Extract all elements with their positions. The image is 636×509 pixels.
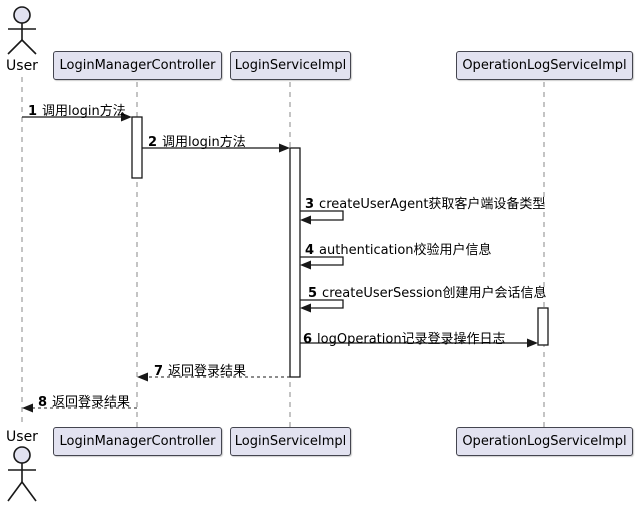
actor-label-top: User [6,58,38,74]
message-5-label: 5 createUserSession创建用户会话信息 [308,282,547,301]
participant-top-login-service-impl: LoginServiceImpl [230,51,351,80]
message-7-text: 返回登录结果 [168,364,247,379]
message-5-loop [300,299,344,309]
message-2-arrow [142,143,290,153]
message-2-number: 2 [148,135,158,150]
activation-bar-login-service-impl [289,147,301,378]
participant-name: LoginServiceImpl [234,434,347,449]
message-3-loop [300,210,344,221]
message-3-arrow [300,210,344,225]
message-4-number: 4 [305,243,315,258]
message-1-arrow [22,112,132,122]
actor-leg-left [7,481,23,502]
message-7-label: 7 返回登录结果 [154,360,246,379]
participant-name: OperationLogServiceImpl [462,434,627,449]
participant-top-login-manager-controller: LoginManagerController [53,51,222,80]
actor-leg-right [21,481,37,502]
arrowhead-right-icon [527,338,538,348]
actor-head [13,6,31,24]
actor-head [13,446,31,464]
arrowhead-right-icon [121,112,132,122]
participant-bottom-login-service-impl: LoginServiceImpl [230,427,351,456]
actor-leg-right [21,39,37,55]
message-6-number: 6 [303,332,313,347]
message-4-arrow [300,256,344,270]
arrowhead-left-icon [300,215,311,225]
arrowhead-left-icon [300,260,311,270]
message-1-label: 1 调用login方法 [28,100,126,119]
message-4-loop [300,256,344,266]
message-7-arrow [137,372,290,382]
arrowhead-left-icon [22,403,33,413]
participant-name: LoginServiceImpl [234,58,347,73]
participant-bottom-login-manager-controller: LoginManagerController [53,427,222,456]
message-1-text: 调用login方法 [42,104,126,119]
arrowhead-left-icon [300,303,311,313]
participant-bottom-operation-log-service-impl: OperationLogServiceImpl [456,427,633,456]
message-6-label: 6 logOperation记录登录操作日志 [303,328,506,347]
message-3-number: 3 [305,197,315,212]
activation-bar-login-manager-controller [131,116,143,179]
actor-icon-bottom [7,446,37,502]
participant-name: LoginManagerController [59,58,216,73]
message-5-number: 5 [308,286,318,301]
message-8-arrow [22,403,137,413]
message-4-label: 4 authentication校验用户信息 [305,239,492,258]
arrowhead-right-icon [279,143,290,153]
message-6-text: logOperation记录登录操作日志 [317,332,506,347]
message-4-text: authentication校验用户信息 [319,243,492,258]
message-3-label: 3 createUserAgent获取客户端设备类型 [305,193,545,212]
arrowhead-left-icon [137,372,148,382]
message-8-text: 返回登录结果 [52,395,131,410]
message-5-arrow [300,299,344,313]
actor-label-bottom: User [6,429,38,445]
participant-name: OperationLogServiceImpl [462,58,627,73]
message-3-text: createUserAgent获取客户端设备类型 [319,197,546,212]
actor-leg-left [7,39,23,55]
message-8-number: 8 [38,395,48,410]
message-2-text: 调用login方法 [162,135,246,150]
message-8-label: 8 返回登录结果 [38,391,130,410]
message-6-arrow [300,338,538,348]
actor-icon-top [7,6,37,55]
message-5-text: createUserSession创建用户会话信息 [322,286,547,301]
message-1-number: 1 [28,104,38,119]
participant-top-operation-log-service-impl: OperationLogServiceImpl [456,51,633,80]
message-7-number: 7 [154,364,164,379]
participant-name: LoginManagerController [59,434,216,449]
activation-bar-operation-log-service-impl [537,307,549,346]
message-2-label: 2 调用login方法 [148,131,246,150]
